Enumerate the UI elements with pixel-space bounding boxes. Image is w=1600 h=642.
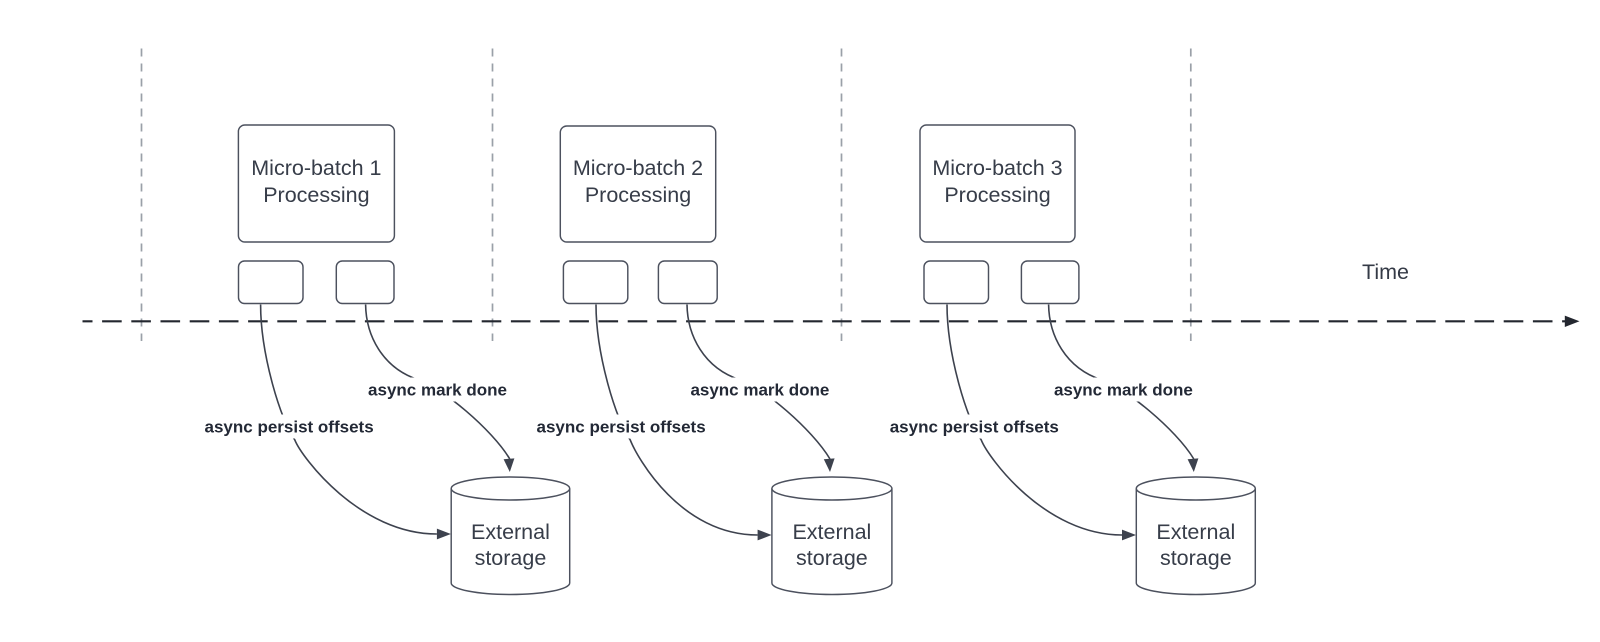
svg-text:External: External bbox=[471, 520, 550, 544]
svg-text:async mark done: async mark done bbox=[368, 381, 507, 400]
svg-text:storage: storage bbox=[475, 546, 547, 570]
svg-text:Micro-batch 3: Micro-batch 3 bbox=[932, 156, 1062, 180]
svg-text:Micro-batch 2: Micro-batch 2 bbox=[573, 156, 703, 180]
svg-text:Processing: Processing bbox=[585, 183, 691, 207]
svg-text:storage: storage bbox=[1160, 546, 1232, 570]
svg-text:async persist offsets: async persist offsets bbox=[537, 418, 706, 437]
svg-text:External: External bbox=[792, 520, 871, 544]
svg-text:async persist offsets: async persist offsets bbox=[890, 418, 1059, 437]
svg-text:Micro-batch 1: Micro-batch 1 bbox=[251, 156, 381, 180]
svg-text:Processing: Processing bbox=[944, 183, 1050, 207]
svg-text:async persist offsets: async persist offsets bbox=[205, 418, 374, 437]
svg-text:storage: storage bbox=[796, 546, 868, 570]
svg-text:async mark done: async mark done bbox=[1054, 381, 1193, 400]
svg-text:async mark done: async mark done bbox=[690, 381, 829, 400]
svg-text:Processing: Processing bbox=[263, 183, 369, 207]
svg-text:External: External bbox=[1156, 520, 1235, 544]
svg-text:Time: Time bbox=[1362, 260, 1409, 284]
